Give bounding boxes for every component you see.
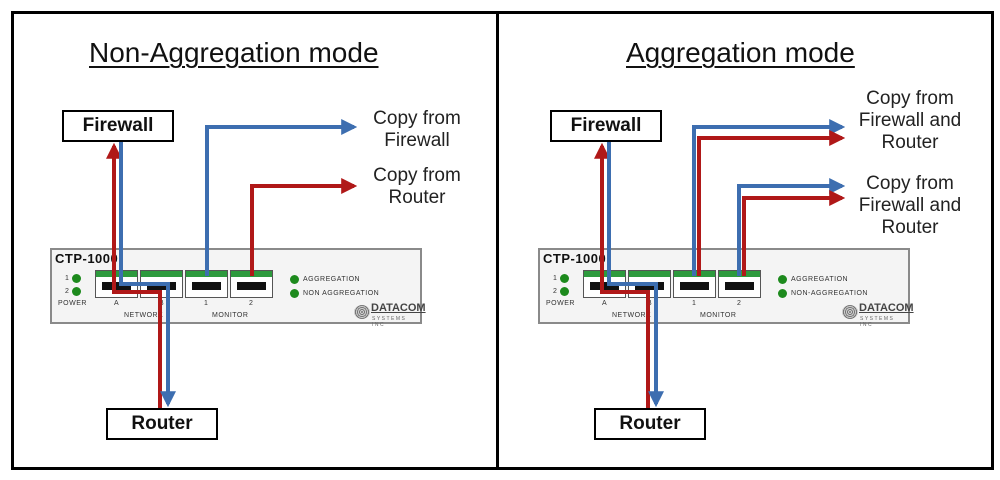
copy-label-monitor-1: Copy from Firewall: [373, 108, 461, 151]
port-label-1: 1: [204, 300, 209, 307]
port-label-a: A: [602, 300, 608, 307]
copy-label-monitor-1: Copy from Firewall and Router: [858, 88, 962, 153]
monitor-port-2: [718, 270, 761, 298]
led-label-2: 2: [553, 288, 558, 295]
copy-label-monitor-2: Copy from Router: [373, 165, 461, 208]
network-label: NETWORK: [612, 312, 652, 319]
power-label: POWER: [546, 300, 575, 307]
router-node: Router: [594, 408, 706, 440]
ctp-1000-device: CTP-1000 1 2 POWER A B 1 2 NETWORK MONIT…: [538, 248, 914, 328]
firewall-node: Firewall: [62, 110, 174, 142]
led-label-2: 2: [65, 288, 70, 295]
power-led-1: [560, 274, 569, 283]
port-label-a: A: [114, 300, 120, 307]
port-label-2: 2: [249, 300, 254, 307]
datacom-logo-icon: [842, 305, 858, 319]
panel-title: Non-Aggregation mode: [89, 37, 379, 68]
power-led-2: [560, 287, 569, 296]
non-aggregation-led: [290, 289, 299, 298]
non-aggregation-panel: [11, 11, 501, 470]
firewall-node: Firewall: [550, 110, 662, 142]
device-name: CTP-1000: [55, 251, 119, 266]
port-label-2: 2: [737, 300, 742, 307]
datacom-logo-text: DATACOM: [859, 302, 914, 314]
datacom-logo-subtext: SYSTEMS INC: [860, 316, 895, 328]
port-label-b: B: [159, 300, 165, 307]
aggregation-led-label: AGGREGATION: [303, 276, 361, 283]
copy-label-monitor-2: Copy from Firewall and Router: [858, 173, 962, 238]
datacom-logo-subtext: SYSTEMS INC: [372, 316, 407, 328]
device-name: CTP-1000: [543, 251, 607, 266]
aggregation-panel: [496, 11, 994, 470]
router-node: Router: [106, 408, 218, 440]
panel-title: Aggregation mode: [626, 37, 855, 68]
power-label: POWER: [58, 300, 87, 307]
non-aggregation-led-label: NON-AGGREGATION: [791, 290, 868, 297]
monitor-port-2: [230, 270, 273, 298]
aggregation-led-label: AGGREGATION: [791, 276, 849, 283]
port-label-1: 1: [692, 300, 697, 307]
network-port-a: [583, 270, 626, 298]
power-led-1: [72, 274, 81, 283]
network-port-b: [140, 270, 183, 298]
monitor-label: MONITOR: [700, 312, 737, 319]
monitor-port-1: [673, 270, 716, 298]
monitor-port-1: [185, 270, 228, 298]
network-label: NETWORK: [124, 312, 164, 319]
aggregation-led: [290, 275, 299, 284]
led-label-1: 1: [65, 275, 70, 282]
aggregation-led: [778, 275, 787, 284]
ctp-1000-device: CTP-1000 1 2 POWER A B 1 2 NETWORK MONIT…: [50, 248, 426, 328]
datacom-logo-icon: [354, 305, 370, 319]
non-aggregation-led-label: NON AGGREGATION: [303, 290, 380, 297]
port-label-b: B: [647, 300, 653, 307]
led-label-1: 1: [553, 275, 558, 282]
network-port-a: [95, 270, 138, 298]
power-led-2: [72, 287, 81, 296]
non-aggregation-led: [778, 289, 787, 298]
monitor-label: MONITOR: [212, 312, 249, 319]
datacom-logo-text: DATACOM: [371, 302, 426, 314]
network-port-b: [628, 270, 671, 298]
